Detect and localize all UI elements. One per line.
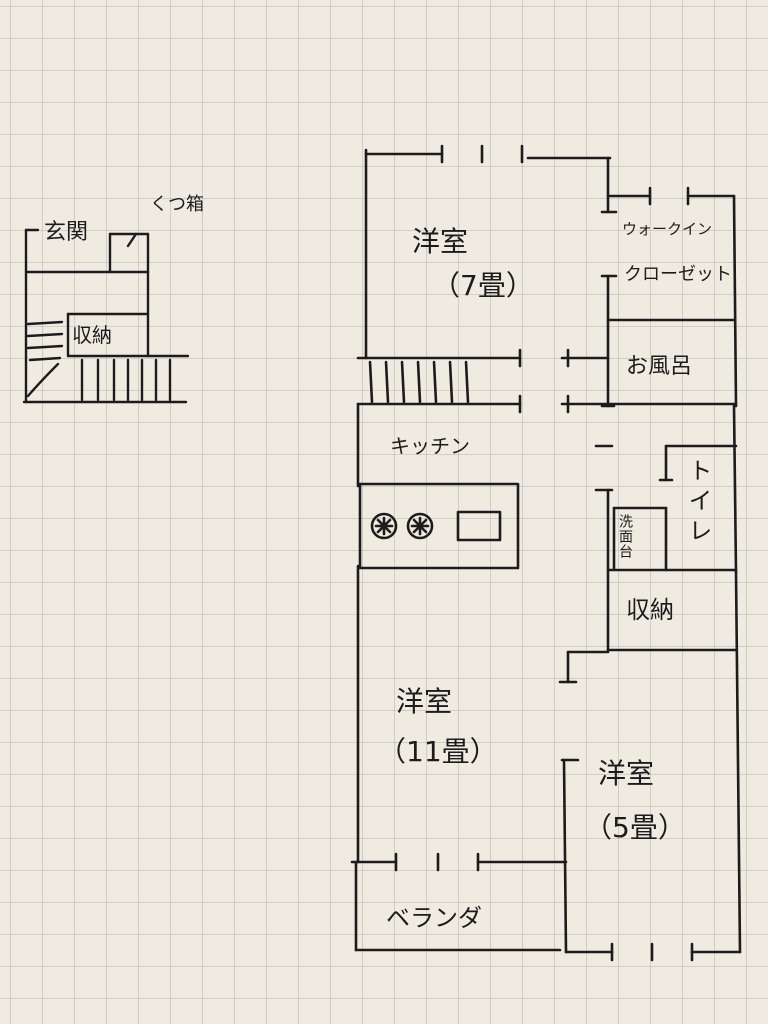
toilet-label: トイレ [684, 458, 712, 548]
entrance-sketch [22, 228, 190, 404]
genkan-label: 玄関 [44, 220, 89, 245]
western-room-7-size: （7畳） [432, 269, 534, 302]
western-room-11-size: （11畳） [378, 735, 498, 768]
veranda-label: ベランダ [386, 904, 482, 932]
entrance-storage-label: 収納 [72, 323, 112, 347]
storage-label: 収納 [626, 596, 674, 624]
main-floor-plan [350, 144, 742, 962]
washstand-label: 洗面台 [617, 514, 633, 559]
western-room-7-name: 洋室 [412, 225, 469, 258]
kitchen-label: キッチン [390, 434, 470, 458]
walk-in-closet-label-line2: クローゼット [624, 264, 732, 285]
walk-in-closet-label-line1: ウォークイン [622, 220, 713, 238]
shoe-box-label: くつ箱 [150, 194, 204, 215]
western-room-11-name: 洋室 [396, 685, 453, 718]
western-room-5-size: （5畳） [584, 811, 686, 844]
western-room-5-name: 洋室 [598, 757, 655, 790]
bath-label: お風呂 [626, 354, 693, 379]
